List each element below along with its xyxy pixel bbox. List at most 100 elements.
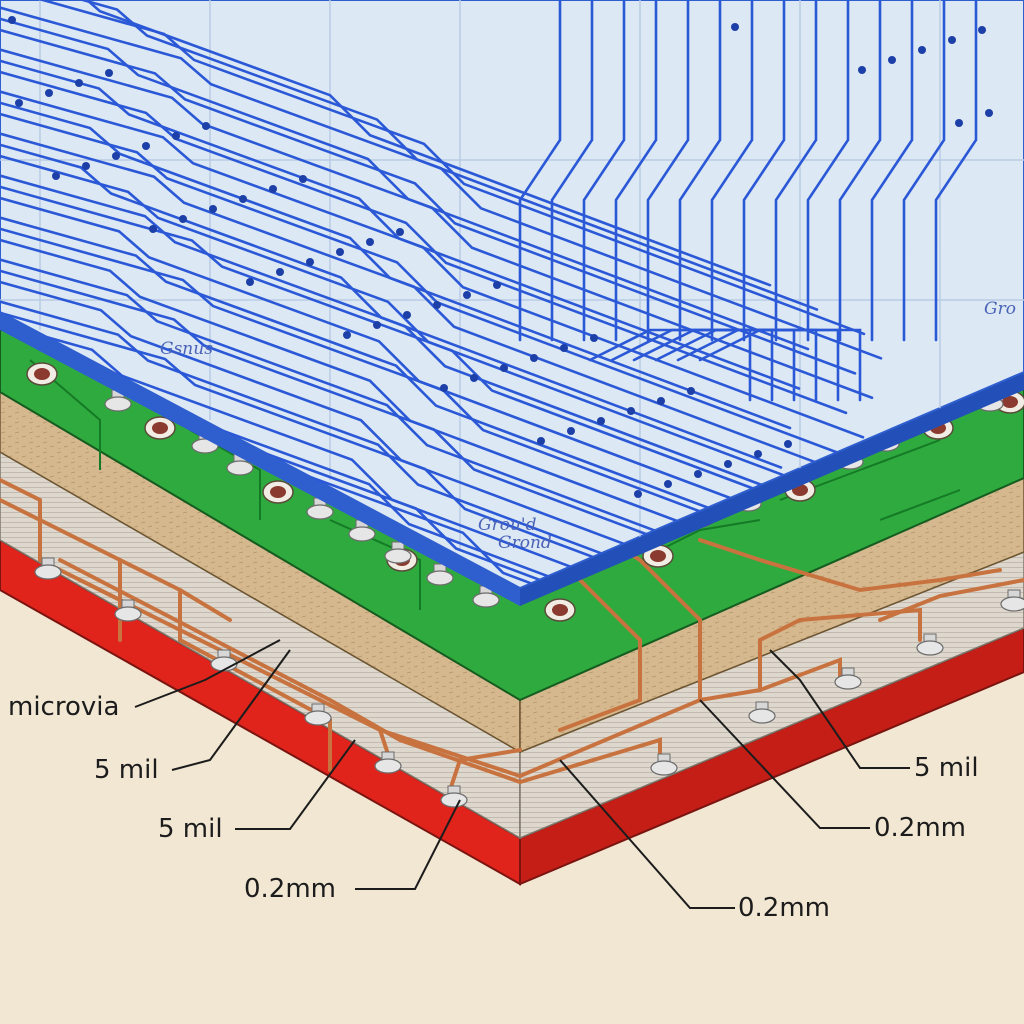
top-plane-label-3: Grond xyxy=(498,533,552,553)
via-dot-icon xyxy=(858,66,866,74)
signal-trace xyxy=(838,0,882,342)
via-dot-icon xyxy=(396,228,404,236)
via-dot-icon xyxy=(299,175,307,183)
via-dot-icon xyxy=(336,248,344,256)
via-dot-icon xyxy=(754,450,762,458)
signal-trace xyxy=(0,294,820,588)
label-5mil-left-a: 5 mil xyxy=(94,755,159,785)
via-dot-icon xyxy=(687,387,695,395)
via-dot-icon xyxy=(597,417,605,425)
via-dot-icon xyxy=(590,334,598,342)
via-dot-icon xyxy=(470,374,478,382)
signal-trace xyxy=(0,182,894,542)
signal-trace xyxy=(0,308,867,588)
signal-trace xyxy=(0,112,839,454)
right-plane-label: Gro xyxy=(984,299,1016,319)
label-5mil-right: 5 mil xyxy=(914,753,979,783)
signal-trace xyxy=(742,0,786,342)
via-dot-icon xyxy=(731,23,739,31)
label-02mm-right: 0.2mm xyxy=(874,813,967,843)
via-dot-icon xyxy=(918,46,926,54)
signal-trace xyxy=(0,196,821,533)
signal-trace xyxy=(806,0,850,342)
via-dot-icon xyxy=(149,225,157,233)
via-dot-icon xyxy=(246,278,254,286)
via-dot-icon xyxy=(269,185,277,193)
label-microvia: microvia xyxy=(8,692,120,722)
signal-trace xyxy=(0,126,856,479)
signal-trace xyxy=(698,328,862,402)
signal-trace xyxy=(0,238,812,573)
via-dot-icon xyxy=(202,122,210,130)
signal-trace xyxy=(550,0,594,342)
label-5mil-left-b: 5 mil xyxy=(158,814,223,844)
lower-via-pins xyxy=(34,557,1024,808)
signal-trace xyxy=(0,168,847,518)
signal-trace xyxy=(678,0,722,342)
via-dot-icon xyxy=(52,172,60,180)
signal-plane-blue: Gsnus Grou'd Grond Gro xyxy=(0,0,1024,606)
via-dot-icon xyxy=(493,281,501,289)
via-dot-icon xyxy=(500,364,508,372)
via-dot-icon xyxy=(724,460,732,468)
via-dot-icon xyxy=(440,384,448,392)
via-dot-icon xyxy=(82,162,90,170)
signal-trace xyxy=(0,224,885,582)
signal-trace xyxy=(0,252,829,588)
via-dot-icon xyxy=(75,79,83,87)
via-dot-icon xyxy=(105,69,113,77)
via-dot-icon xyxy=(463,291,471,299)
signal-trace xyxy=(0,14,810,351)
signal-trace xyxy=(646,0,690,342)
signal-trace xyxy=(0,98,792,430)
via-dot-icon xyxy=(209,205,217,213)
via-dot-icon xyxy=(634,490,642,498)
signal-trace xyxy=(0,280,803,588)
signal-trace xyxy=(0,322,794,588)
signal-trace xyxy=(0,84,865,439)
label-02mm-bottom: 0.2mm xyxy=(738,893,831,923)
via-dot-icon xyxy=(403,311,411,319)
via-dot-icon xyxy=(694,470,702,478)
via-dot-icon xyxy=(537,437,545,445)
via-dot-icon xyxy=(276,268,284,276)
via-dot-icon xyxy=(955,119,963,127)
via-dot-icon xyxy=(985,109,993,117)
signal-trace xyxy=(0,140,783,469)
via-dot-icon xyxy=(657,397,665,405)
via-dot-icon xyxy=(433,301,441,309)
via-dot-icon xyxy=(142,142,150,150)
label-02mm-left: 0.2mm xyxy=(244,874,337,904)
via-dot-icon xyxy=(978,26,986,34)
top-plane-label-2: Grou'd xyxy=(478,515,537,535)
via-dot-icon xyxy=(567,427,575,435)
via-dot-icon xyxy=(627,407,635,415)
copper-traces xyxy=(0,478,1024,792)
signal-trace xyxy=(0,210,838,557)
via-dot-icon xyxy=(343,331,351,339)
via-dot-icon xyxy=(45,89,53,97)
signal-trace xyxy=(0,154,830,494)
signal-trace xyxy=(934,0,978,342)
via-dot-icon xyxy=(8,16,16,24)
signal-trace xyxy=(0,0,819,311)
signal-trace xyxy=(518,0,562,342)
signal-trace xyxy=(0,0,772,287)
signal-trace xyxy=(0,28,857,375)
via-dot-icon xyxy=(784,440,792,448)
via-dot-icon xyxy=(664,480,672,488)
signal-trace xyxy=(0,266,876,588)
signal-trace xyxy=(774,0,818,342)
signal-trace xyxy=(870,0,914,342)
via-dot-icon xyxy=(112,152,120,160)
signal-trace xyxy=(0,0,883,360)
via-dot-icon xyxy=(560,344,568,352)
via-dot-icon xyxy=(373,321,381,329)
signal-trace xyxy=(582,0,626,342)
via-dot-icon xyxy=(366,238,374,246)
via-dot-icon xyxy=(306,258,314,266)
via-dot-icon xyxy=(530,354,538,362)
via-dot-icon xyxy=(239,195,247,203)
signal-trace xyxy=(614,0,658,342)
